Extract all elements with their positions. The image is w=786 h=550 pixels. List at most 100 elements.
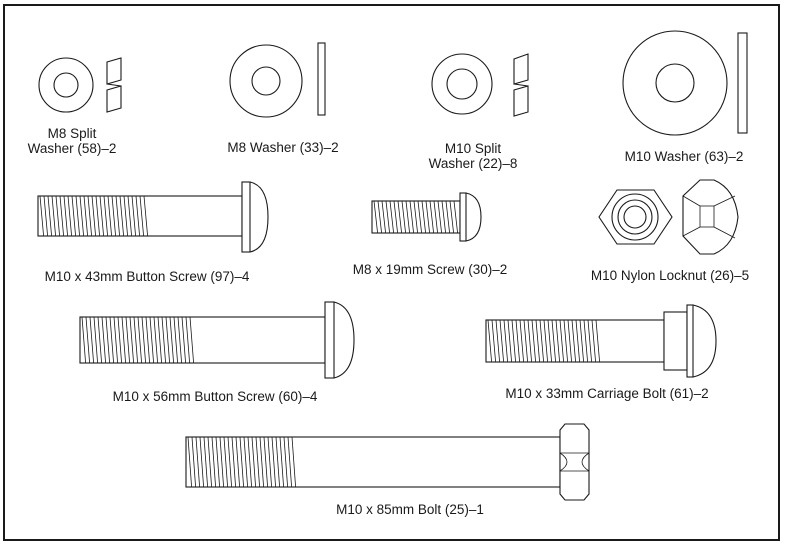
thread-line (93, 316, 98, 364)
m8-split-washer-illustration (38, 57, 122, 113)
m10-split-washer-label: M10 Split Washer (22)–8 (428, 141, 518, 171)
thread-line (59, 195, 64, 237)
thread-line (105, 316, 110, 364)
thread-line (103, 195, 108, 237)
thread-line (409, 200, 414, 234)
thread-line (109, 316, 114, 364)
thread-line (129, 316, 134, 364)
thread-line (449, 200, 454, 234)
thread-line (595, 319, 600, 363)
m8x19-screw-label: M8 x 19mm Screw (30)–2 (352, 262, 508, 277)
thread-line (83, 195, 88, 237)
thread-line (113, 316, 118, 364)
thread-line (579, 319, 584, 363)
thread-line (139, 195, 144, 237)
m10-washer-label: M10 Washer (63)–2 (624, 149, 744, 164)
thread-line (385, 200, 390, 234)
thread-line (487, 319, 492, 363)
thread-line (397, 200, 402, 234)
thread-line (141, 316, 146, 364)
thread-line (137, 316, 142, 364)
m10-nylon-locknut-label: M10 Nylon Locknut (26)–5 (590, 268, 750, 283)
thread-line (437, 200, 442, 234)
thread-line (527, 319, 532, 363)
thread-line (291, 436, 296, 488)
thread-line (115, 195, 120, 237)
thread-line (507, 319, 512, 363)
thread-line (127, 195, 132, 237)
thread-line (121, 316, 126, 364)
thread-line (227, 436, 232, 488)
thread-line (85, 316, 90, 364)
thread-line (149, 316, 154, 364)
thread-line (535, 319, 540, 363)
thread-line (251, 436, 256, 488)
thread-line (191, 436, 196, 488)
thread-line (143, 195, 148, 237)
parts-frame (3, 4, 780, 541)
thread-line (211, 436, 216, 488)
thread-line (425, 200, 430, 234)
thread-line (433, 200, 438, 234)
thread-line (377, 200, 382, 234)
thread-line (169, 316, 174, 364)
thread-line (161, 316, 166, 364)
thread-line (95, 195, 100, 237)
thread-line (567, 319, 572, 363)
thread-line (235, 436, 240, 488)
thread-line (543, 319, 548, 363)
thread-line (111, 195, 116, 237)
thread-line (421, 200, 426, 234)
thread-line (125, 316, 130, 364)
thread-line (97, 316, 102, 364)
thread-line (393, 200, 398, 234)
thread-line (89, 316, 94, 364)
m10x85-bolt-label: M10 x 85mm Bolt (25)–1 (336, 502, 484, 517)
thread-line (271, 436, 276, 488)
thread-line (523, 319, 528, 363)
m10x43-button-screw-illustration (37, 181, 269, 253)
thread-line (231, 436, 236, 488)
thread-line (243, 436, 248, 488)
thread-line (405, 200, 410, 234)
thread-line (441, 200, 446, 234)
thread-line (75, 195, 80, 237)
thread-line (173, 316, 178, 364)
thread-line (559, 319, 564, 363)
m10x33-carriage-bolt-label: M10 x 33mm Carriage Bolt (61)–2 (505, 386, 709, 401)
thread-line (531, 319, 536, 363)
thread-line (547, 319, 552, 363)
thread-line (207, 436, 212, 488)
thread-line (123, 195, 128, 237)
thread-line (381, 200, 386, 234)
m10x85-bolt-illustration (185, 423, 590, 501)
thread-line (491, 319, 496, 363)
thread-line (551, 319, 556, 363)
thread-line (101, 316, 106, 364)
thread-line (145, 316, 150, 364)
thread-line (47, 195, 52, 237)
thread-line (99, 195, 104, 237)
thread-line (81, 316, 86, 364)
thread-line (215, 436, 220, 488)
thread-line (133, 316, 138, 364)
m10-split-washer-illustration (431, 53, 529, 117)
thread-line (199, 436, 204, 488)
thread-line (519, 319, 524, 363)
thread-line (267, 436, 272, 488)
thread-line (43, 195, 48, 237)
thread-line (177, 316, 182, 364)
thread-line (55, 195, 60, 237)
thread-line (195, 436, 200, 488)
thread-line (135, 195, 140, 237)
thread-line (157, 316, 162, 364)
m8-washer-illustration (229, 42, 326, 118)
thread-line (503, 319, 508, 363)
thread-line (563, 319, 568, 363)
thread-line (555, 319, 560, 363)
thread-line (39, 195, 44, 237)
thread-line (79, 195, 84, 237)
thread-line (539, 319, 544, 363)
thread-line (571, 319, 576, 363)
thread-line (67, 195, 72, 237)
